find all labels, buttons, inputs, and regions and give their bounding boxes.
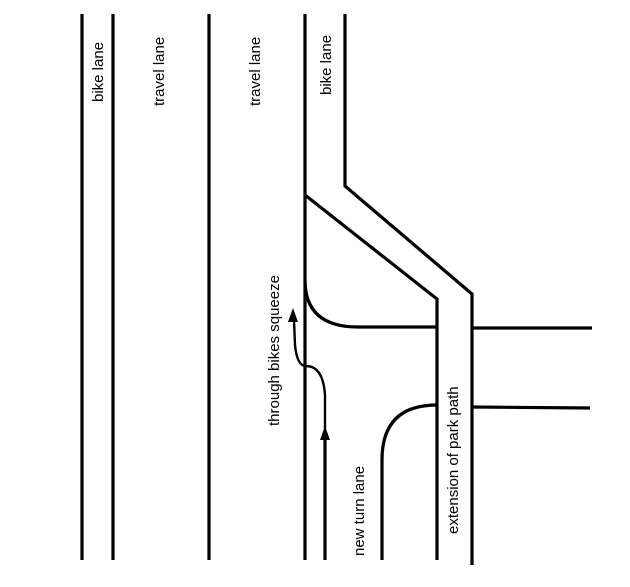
label-bike-lane-right: bike lane bbox=[318, 35, 335, 95]
curb-curve-top bbox=[303, 279, 437, 329]
label-park-path: extension of park path bbox=[445, 386, 462, 534]
label-new-turn-lane: new turn lane bbox=[351, 466, 368, 556]
curb-curve-bottom bbox=[380, 403, 438, 560]
label-travel-lane-2: travel lane bbox=[247, 37, 264, 106]
bike-lane-outer-edge bbox=[343, 14, 474, 565]
bike-lane-inner-diagonal bbox=[304, 193, 439, 560]
label-travel-lane-1: travel lane bbox=[151, 37, 168, 106]
through-bike-arrowhead bbox=[288, 308, 298, 322]
label-through-bikes: through bikes squeeze bbox=[266, 275, 283, 426]
park-path-edge-bottom bbox=[471, 405, 591, 410]
turn-lane-arrowhead bbox=[320, 426, 330, 440]
label-bike-lane-left: bike lane bbox=[90, 42, 107, 102]
through-bike-path bbox=[292, 319, 327, 436]
